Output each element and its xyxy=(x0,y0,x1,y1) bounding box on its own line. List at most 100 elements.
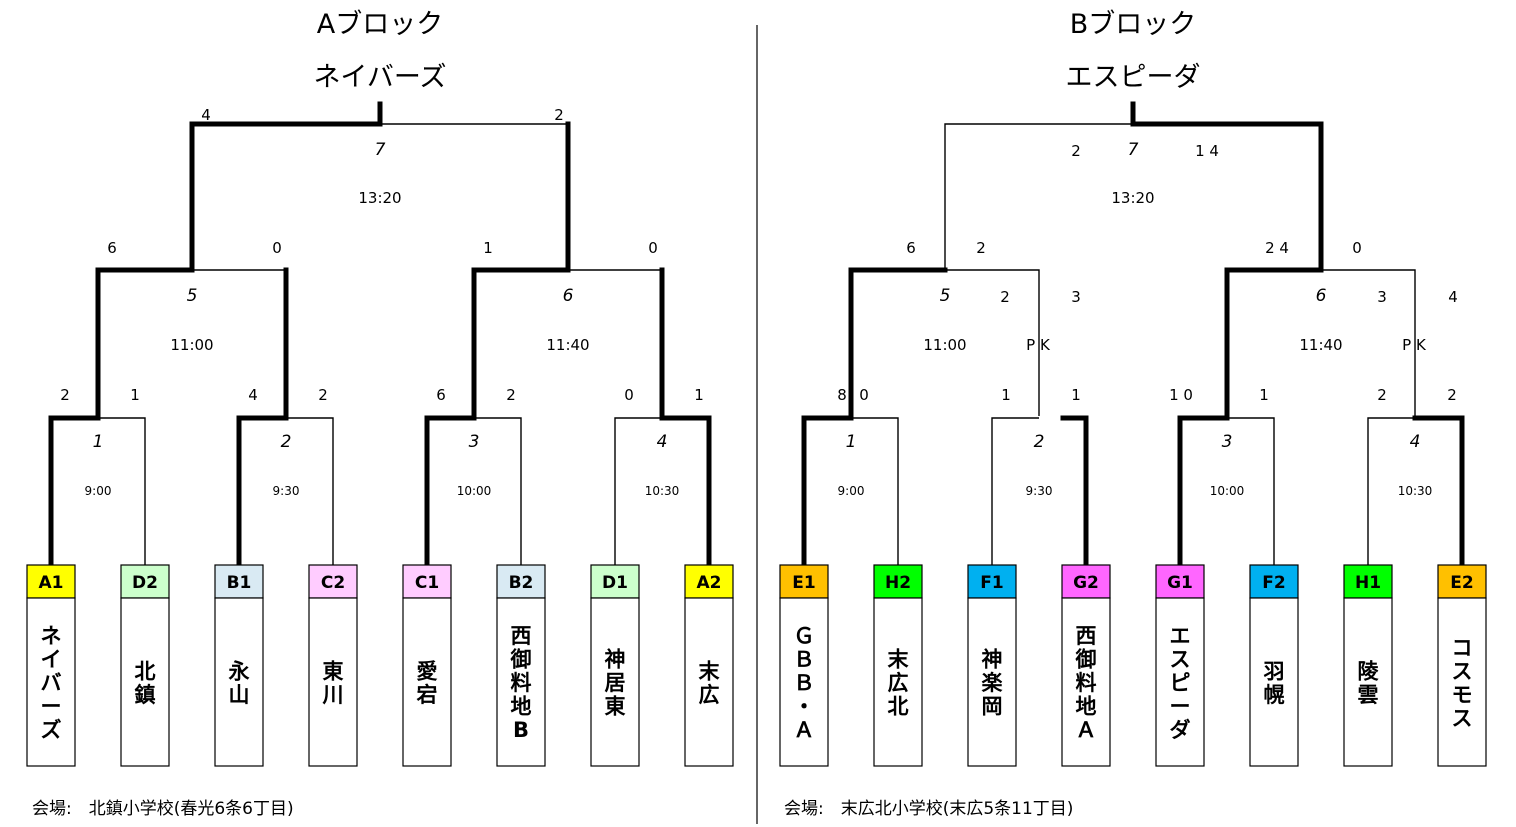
a-final-time: 13:20 xyxy=(358,189,401,207)
seed-label: B1 xyxy=(227,573,252,593)
team-name: 羽幌 xyxy=(1264,659,1285,707)
a-r1-3-score-left: 6 xyxy=(436,386,446,404)
a-r1-3-score-right: 2 xyxy=(506,386,516,404)
team-name: 末広 xyxy=(699,659,721,707)
a-final-num: 7 xyxy=(375,140,386,160)
block-b-semi-lines xyxy=(848,267,1416,419)
b-r1-1-score-right: 0 xyxy=(859,386,869,404)
b-r1-2-num: 2 xyxy=(1034,432,1045,452)
seed-label: G1 xyxy=(1167,573,1193,593)
team-name: ネイバーズ xyxy=(41,624,62,742)
block-b-winner: エスピーダ xyxy=(1066,62,1201,93)
block-a-title: Aブロック xyxy=(317,9,443,40)
team-name: 末広北 xyxy=(888,648,910,719)
team-name-box xyxy=(402,597,452,767)
block-a-venue: 会場: 北鎮小学校(春光6条6丁目) xyxy=(32,799,294,819)
b-final-score-right: 1 4 xyxy=(1195,142,1219,160)
team-name: ＧＢＢ・Ａ xyxy=(794,624,815,742)
seed-badge xyxy=(120,564,170,599)
block-b-teams: E1ＧＢＢ・ＡH2末広北F1神楽岡G2西御料地ＡG1エスピーダF2羽幌H1陵雲E… xyxy=(779,564,1487,767)
b-r1-4-time: 10:30 xyxy=(1398,484,1433,498)
seed-badge xyxy=(684,564,734,599)
b-semi1-score-right: 2 xyxy=(976,239,986,257)
team-name: コスモス xyxy=(1452,636,1473,731)
team-name: 北鎮 xyxy=(135,659,156,707)
team-name-box xyxy=(1061,597,1111,767)
team-name: 陵雲 xyxy=(1358,659,1380,707)
team-name-box xyxy=(684,597,734,767)
team-name: 東川 xyxy=(322,659,344,707)
block-b: Bブロック エスピーダ 2 1 4 7 13:20 xyxy=(779,9,1487,819)
seed-badge xyxy=(779,564,829,599)
block-a-winner: ネイバーズ xyxy=(313,62,446,93)
team-name-box xyxy=(26,597,76,767)
seed-label: H2 xyxy=(885,573,911,593)
seed-label: C2 xyxy=(321,573,345,593)
a-r1-4-score-left: 0 xyxy=(624,386,634,404)
b-r1-3-num: 3 xyxy=(1222,432,1233,452)
block-b-venue: 会場: 末広北小学校(末広5条11丁目) xyxy=(784,799,1073,819)
a-r1-1-time: 9:00 xyxy=(85,484,112,498)
team-name-box xyxy=(1155,597,1205,767)
seed-label: B2 xyxy=(509,573,534,593)
b-pk1-score-left: 2 xyxy=(1000,288,1010,306)
b-semi2-score-right: 0 xyxy=(1352,239,1362,257)
team-name-box xyxy=(967,597,1017,767)
a-semi2-score-right: 0 xyxy=(648,239,658,257)
seed-label: A2 xyxy=(697,573,722,593)
seed-badge xyxy=(873,564,923,599)
seed-label: D1 xyxy=(602,573,628,593)
a-r1-2-num: 2 xyxy=(281,432,292,452)
team-name: 西御料地Ａ xyxy=(1075,624,1097,742)
b-semi1-score-left: 6 xyxy=(906,239,916,257)
b-semi2-time: 11:40 xyxy=(1299,336,1342,354)
team-name: 愛宕 xyxy=(417,659,438,707)
team-name-box xyxy=(590,597,640,767)
seed-badge xyxy=(214,564,264,599)
seed-badge xyxy=(967,564,1017,599)
team-slot: B1 永山 xyxy=(214,564,264,767)
seed-label: A1 xyxy=(39,573,64,593)
b-semi1-num: 5 xyxy=(940,286,951,306)
a-r1-2-score-right: 2 xyxy=(318,386,328,404)
b-pk1-label: P K xyxy=(1026,336,1051,354)
team-name-box xyxy=(496,597,546,767)
b-semi1-time: 11:00 xyxy=(923,336,966,354)
b-r1-4-num: 4 xyxy=(1410,432,1421,452)
team-name: 永山 xyxy=(228,659,250,707)
a-r1-4-score-right: 1 xyxy=(694,386,704,404)
team-slot: F2 羽幌 xyxy=(1249,564,1299,767)
b-r1-4-score-left: 2 xyxy=(1377,386,1387,404)
a-r1-1-score-left: 2 xyxy=(60,386,70,404)
a-semi2-time: 11:40 xyxy=(546,336,589,354)
block-b-title: Bブロック xyxy=(1070,9,1197,40)
seed-label: F2 xyxy=(1262,573,1285,593)
a-semi1-score-left: 6 xyxy=(107,239,117,257)
block-b-r1-lines xyxy=(801,415,1465,568)
b-semi2-score-left: 2 4 xyxy=(1265,239,1289,257)
a-semi2-num: 6 xyxy=(563,286,574,306)
b-r1-4-score-right: 2 xyxy=(1447,386,1457,404)
b-pk1-score-right: 3 xyxy=(1071,288,1081,306)
block-a-final-lines xyxy=(189,101,571,273)
a-final-score-left: 4 xyxy=(201,106,211,124)
a-r1-4-num: 4 xyxy=(657,432,668,452)
b-r1-1-num: 1 xyxy=(846,432,857,452)
b-pk2-score-left: 3 xyxy=(1377,288,1387,306)
a-semi1-time: 11:00 xyxy=(170,336,213,354)
team-name-box xyxy=(120,597,170,767)
b-r1-3-time: 10:00 xyxy=(1210,484,1245,498)
team-name-box xyxy=(214,597,264,767)
b-r1-1-score-left: 8 xyxy=(837,386,847,404)
a-r1-2-score-left: 4 xyxy=(248,386,258,404)
